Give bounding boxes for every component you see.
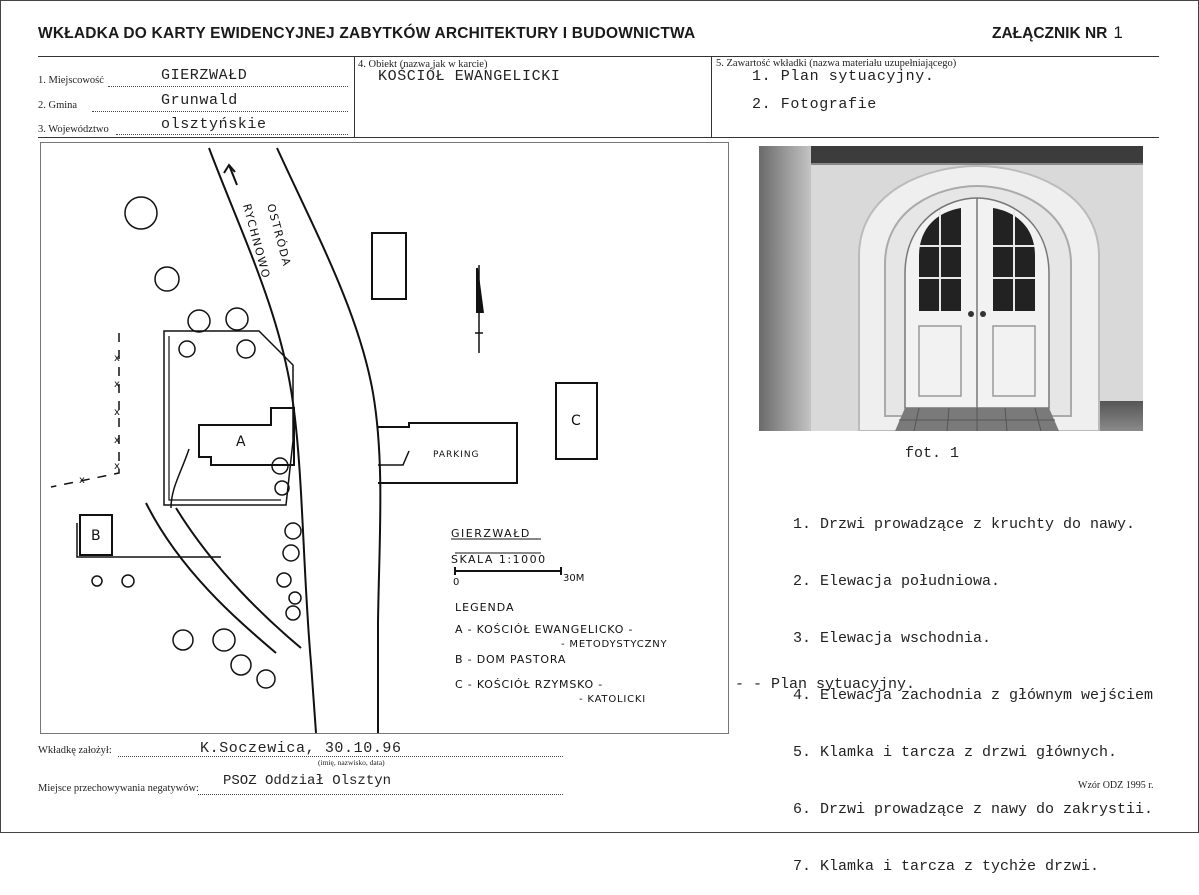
header-rule xyxy=(38,56,1159,57)
site-plan: x x x x x x RYCHNOWO OSTRÓDA A B C PARKI… xyxy=(40,142,729,734)
legend-title: LEGENDA xyxy=(455,601,515,614)
road-edge-right xyxy=(276,147,382,733)
legend-a-line-2: - METODYSTYCZNY xyxy=(561,639,668,650)
obiekt-value: KOŚCIÓŁ EWANGELICKI xyxy=(378,68,561,85)
scale-end: 30M xyxy=(563,573,584,584)
photo-doorway xyxy=(759,146,1143,431)
annex-label-text: ZAŁĄCZNIK NR xyxy=(992,25,1108,42)
svg-text:x: x xyxy=(114,435,120,446)
legend-a-line-1: A - KOŚCIÓŁ EWANGELICKO - xyxy=(455,623,633,636)
miejscowosc-label: 1. Miejscowość xyxy=(38,75,104,86)
photo-list-item: 6. Drzwi prowadzące z nawy do zakrystii. xyxy=(793,801,1154,818)
photo-list-item: 2. Elewacja południowa. xyxy=(793,573,1001,590)
zalozyl-value: K.Soczewica, 30.10.96 xyxy=(200,740,402,757)
gmina-label: 2. Gmina xyxy=(38,100,78,111)
photo-list-item: 4. Elewacja zachodnia z głównym wejściem xyxy=(793,687,1154,704)
legend-c-line-1: C - KOŚCIÓŁ RZYMSKO - xyxy=(455,678,603,691)
trees-group xyxy=(91,196,302,689)
wojewodztwo-line xyxy=(116,134,348,135)
label-parking: PARKING xyxy=(433,450,480,460)
label-c: C xyxy=(571,413,581,429)
driveway-right xyxy=(175,507,302,649)
building-c xyxy=(555,382,598,460)
parking-area xyxy=(378,422,518,484)
svg-text:x: x xyxy=(114,407,120,418)
zawartosc-item-2: 2. Fotografie xyxy=(752,96,877,113)
scale-zero: 0 xyxy=(453,577,459,588)
building-b-path xyxy=(76,523,221,558)
document-title: WKŁADKA DO KARTY EWIDENCYJNEJ ZABYTKÓW A… xyxy=(38,25,696,42)
miejscowosc-value: GIERZWAŁD xyxy=(161,67,248,84)
road-arrow-head xyxy=(223,163,236,174)
photo-list-item: 5. Klamka i tarcza z drzwi głównych. xyxy=(793,744,1118,761)
building-top xyxy=(371,232,407,300)
svg-text:x: x xyxy=(114,461,120,472)
photo-drawing xyxy=(759,146,1143,431)
parking-entry xyxy=(378,450,410,466)
zalozyl-hint: (imię, nazwisko, data) xyxy=(318,758,385,767)
fields-bottom-rule xyxy=(38,137,1159,138)
fence-line xyxy=(50,333,120,488)
church-a-fence xyxy=(163,330,294,506)
building-b xyxy=(79,514,113,556)
svg-text:x: x xyxy=(114,379,120,390)
miejsce-label: Miejsce przechowywania negatywów: xyxy=(38,783,199,794)
svg-text:x: x xyxy=(79,475,85,486)
legend-c-line-2: - KATOLICKI xyxy=(579,694,646,705)
miejsce-line xyxy=(198,794,563,795)
north-arrow-head xyxy=(476,267,484,314)
label-b: B xyxy=(91,528,101,544)
zawartosc-label: 5. Zawartość wkładki (nazwa materiału uz… xyxy=(716,58,957,69)
photo-list-item: 1. Drzwi prowadzące z kruchty do nawy. xyxy=(793,516,1136,533)
wojewodztwo-value: olsztyńskie xyxy=(161,116,267,133)
legend-b: B - DOM PASTORA xyxy=(455,653,566,666)
gmina-line xyxy=(92,111,348,112)
church-a-inner-fence xyxy=(168,336,281,501)
photo-caption: fot. 1 xyxy=(905,445,960,462)
plan-title: GIERZWAŁD xyxy=(451,527,531,540)
miejscowosc-line xyxy=(108,86,348,87)
site-plan-drawing: x x x x x x RYCHNOWO OSTRÓDA A B C PARKI… xyxy=(50,147,668,734)
road-arrow-shaft xyxy=(228,164,238,186)
zawartosc-item-1: 1. Plan sytuacyjny. xyxy=(752,68,935,85)
photo-list-item: 3. Elewacja wschodnia. xyxy=(793,630,992,647)
church-a-path xyxy=(170,448,190,509)
wojewodztwo-label: 3. Województwo xyxy=(38,124,109,135)
zalozyl-label: Wkładkę założył: xyxy=(38,745,112,756)
miejsce-value: PSOZ Oddział Olsztyn xyxy=(223,773,392,789)
gmina-value: Grunwald xyxy=(161,92,238,109)
plan-scale: SKALA 1:1000 xyxy=(451,553,547,566)
label-a: A xyxy=(236,434,246,450)
svg-text:x: x xyxy=(114,353,120,364)
driveway-left xyxy=(145,502,277,654)
photo-list: 1. Drzwi prowadzące z kruchty do nawy. 2… xyxy=(793,477,1153,895)
annex-number: 1 xyxy=(1113,23,1123,42)
zalozyl-line xyxy=(118,756,563,757)
plan-note: - - Plan sytuacyjny. xyxy=(735,676,916,693)
annex-label: ZAŁĄCZNIK NR 1 xyxy=(992,23,1123,43)
fence-x-marks: x x x x x x xyxy=(79,353,120,486)
wzor-label: Wzór ODZ 1995 r. xyxy=(1078,780,1154,791)
photo-list-item: 7. Klamka i tarcza z tychże drzwi. xyxy=(793,858,1100,875)
church-a-building xyxy=(198,407,295,466)
obiekt-label: 4. Obiekt (nazwa jak w karcie) xyxy=(358,59,488,70)
field-divider-2 xyxy=(711,57,712,137)
field-divider-1 xyxy=(354,57,355,137)
